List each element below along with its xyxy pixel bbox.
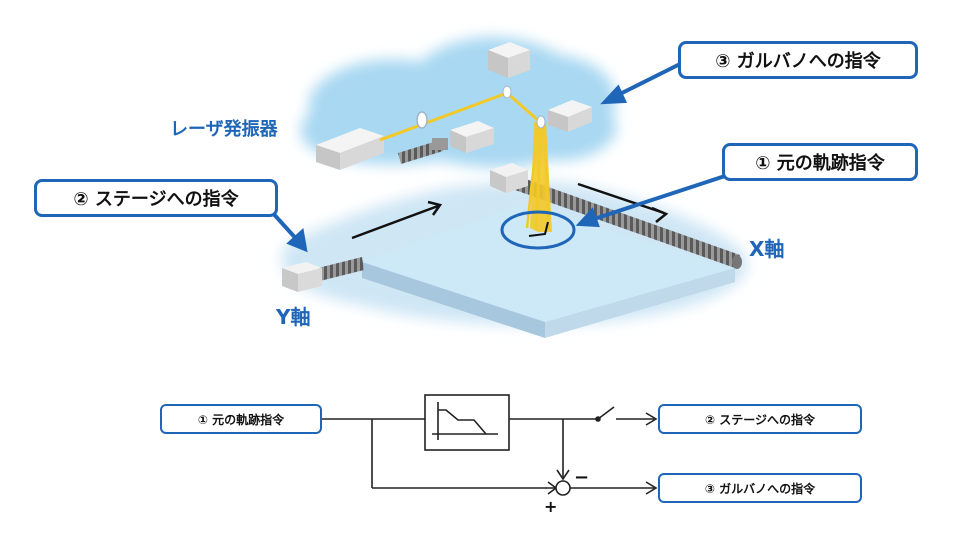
galvo-motor	[432, 121, 494, 153]
summing-junction	[555, 480, 571, 496]
stage-motion-arrows	[351, 182, 669, 240]
y-axis-label: Y軸	[276, 305, 311, 329]
laser-beam	[379, 91, 552, 232]
x-axis-lead-screw	[515, 177, 742, 269]
galvo-lead-screw	[398, 140, 443, 164]
stage-plate	[362, 205, 735, 338]
trajectory-highlight-ellipse	[500, 210, 576, 250]
y-axis-lead-screw	[318, 257, 364, 281]
filter-block	[424, 394, 510, 451]
galvo-scanner-unit-top	[488, 42, 530, 78]
x-axis-motor	[490, 163, 528, 193]
switch	[597, 406, 615, 420]
filter-response-icon	[432, 402, 498, 440]
block-diagram	[322, 394, 658, 496]
callout-pointers	[268, 58, 726, 253]
stage-command-callout: ② ステージへの指令	[34, 179, 278, 217]
galvo-mirrors	[416, 85, 546, 129]
block-output-galvo: ③ ガルバノへの指令	[658, 473, 862, 503]
junction-minus-sign: −	[574, 467, 589, 488]
trajectory-path	[528, 221, 549, 237]
laser-oscillator-label: レーザ発振器	[170, 119, 278, 140]
x-axis-label: X軸	[749, 237, 785, 261]
laser-oscillator	[316, 128, 384, 170]
junction-plus-sign: +	[544, 497, 557, 516]
trajectory-command-callout: ① 元の軌跡指令	[722, 143, 918, 181]
galvo-command-callout: ③ ガルバノへの指令	[678, 41, 918, 79]
block-output-stage: ② ステージへの指令	[658, 404, 862, 434]
y-axis-motor	[282, 262, 322, 292]
block-input-trajectory: ① 元の軌跡指令	[160, 404, 322, 434]
galvo-scanner-unit-right	[548, 100, 592, 132]
